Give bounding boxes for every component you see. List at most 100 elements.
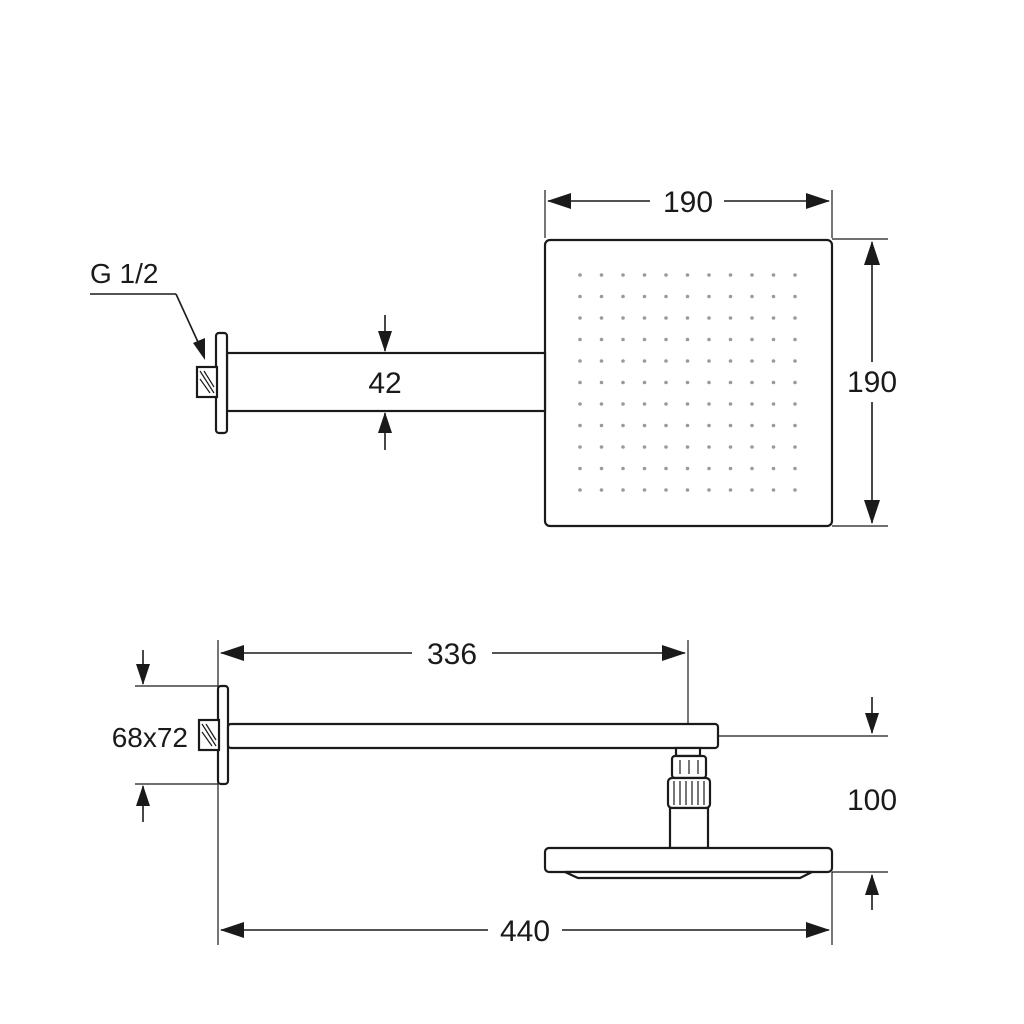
nozzle-dot bbox=[707, 359, 711, 363]
nozzle-dot bbox=[642, 402, 647, 406]
nozzle-dot bbox=[793, 316, 797, 320]
arm-side bbox=[226, 722, 720, 750]
nozzle-dot bbox=[707, 273, 711, 277]
nozzle-dot bbox=[728, 466, 733, 471]
nozzle-dot bbox=[621, 316, 625, 320]
arrow-up bbox=[865, 874, 879, 895]
nozzle-dot bbox=[578, 488, 582, 492]
dim-wall-plate: 68x72 bbox=[112, 650, 218, 822]
nozzle-dot bbox=[642, 294, 647, 299]
nozzle-dot bbox=[728, 488, 733, 492]
nozzle-dot bbox=[728, 402, 733, 406]
nozzle-dot bbox=[793, 380, 797, 385]
nozzle-dot bbox=[793, 466, 797, 471]
arrow-down bbox=[136, 664, 150, 685]
nozzle-dot bbox=[685, 273, 690, 277]
nozzle-dot bbox=[578, 380, 582, 385]
nozzle-dot bbox=[728, 316, 733, 320]
nozzle-dot bbox=[642, 466, 647, 471]
top-view: 190 190 bbox=[90, 186, 897, 528]
nozzle-dot bbox=[621, 337, 625, 342]
nozzle-dot bbox=[664, 488, 668, 492]
nozzle-dot bbox=[599, 294, 604, 299]
label-total-projection: 440 bbox=[500, 915, 550, 948]
nozzle-dot bbox=[599, 359, 604, 363]
label-arm-height: 42 bbox=[368, 367, 401, 400]
nozzle-dot bbox=[728, 423, 733, 428]
nozzle-dot bbox=[621, 294, 625, 299]
nozzle-dot bbox=[578, 445, 582, 449]
nozzle-dot bbox=[771, 380, 776, 385]
nozzle-dot bbox=[707, 445, 711, 449]
nozzle-dot bbox=[750, 488, 754, 492]
side-view: 336 68x72 bbox=[112, 638, 897, 948]
nozzle-dot bbox=[685, 466, 690, 471]
nozzle-dot bbox=[599, 316, 604, 320]
nozzle-dot bbox=[750, 359, 754, 363]
nozzle-dot bbox=[771, 423, 776, 428]
nozzle-dot bbox=[728, 380, 733, 385]
nozzle-dot bbox=[793, 402, 797, 406]
arrow-left bbox=[547, 193, 571, 209]
nozzle-dot bbox=[793, 273, 797, 277]
nozzle-dot bbox=[771, 294, 776, 299]
nozzle-dot bbox=[728, 359, 733, 363]
nozzle-dot bbox=[578, 423, 582, 428]
thread-connector-top bbox=[195, 365, 219, 399]
arrow-right bbox=[806, 922, 830, 938]
nozzle-dot bbox=[664, 294, 668, 299]
nozzle-dot bbox=[771, 445, 776, 449]
arrow-down bbox=[865, 713, 879, 734]
nozzle-dot bbox=[642, 380, 647, 385]
nozzle-dot bbox=[707, 466, 711, 471]
nozzle-dot bbox=[707, 294, 711, 299]
nozzle-dot bbox=[750, 402, 754, 406]
nozzle-dot bbox=[685, 337, 690, 342]
nozzle-dot bbox=[599, 380, 604, 385]
nozzle-dot bbox=[599, 273, 604, 277]
nozzle-dot bbox=[642, 316, 647, 320]
nozzle-dot bbox=[771, 402, 776, 406]
dim-total-projection: 440 bbox=[220, 872, 833, 948]
nozzle-dot bbox=[621, 380, 625, 385]
nozzle-dot bbox=[685, 359, 690, 363]
nozzle-dot bbox=[771, 273, 776, 277]
nozzle-dot bbox=[664, 273, 668, 277]
dim-arm-length: 336 bbox=[217, 638, 689, 945]
dim-head-drop: 100 bbox=[718, 697, 897, 910]
nozzle-dot bbox=[771, 466, 776, 471]
nozzle-dot bbox=[621, 466, 625, 471]
nozzle-dot bbox=[793, 488, 797, 492]
arrow-up bbox=[378, 412, 392, 433]
nozzle-dot bbox=[685, 380, 690, 385]
nozzle-dot bbox=[707, 488, 711, 492]
nozzle-dot bbox=[621, 423, 625, 428]
nozzle-dot bbox=[621, 273, 625, 277]
arrow-left bbox=[220, 922, 244, 938]
nozzle-dot bbox=[664, 402, 668, 406]
nozzle-dot bbox=[750, 466, 754, 471]
nozzle-dot bbox=[793, 423, 797, 428]
nozzle-dot bbox=[664, 466, 668, 471]
swivel-joint bbox=[666, 746, 712, 850]
dim-head-width: 190 bbox=[544, 186, 833, 238]
nozzle-dot bbox=[642, 488, 647, 492]
nozzle-dot bbox=[750, 316, 754, 320]
nozzle-dot bbox=[793, 294, 797, 299]
nozzle-dot bbox=[599, 337, 604, 342]
nozzle-dot bbox=[599, 402, 604, 406]
nozzle-dot bbox=[578, 294, 582, 299]
nozzle-dot bbox=[578, 337, 582, 342]
nozzle-dot bbox=[750, 294, 754, 299]
nozzle-dot bbox=[621, 402, 625, 406]
arrow-down bbox=[378, 331, 392, 352]
thread-connector-side bbox=[197, 718, 221, 752]
nozzle-dot bbox=[771, 316, 776, 320]
nozzle-dot bbox=[750, 423, 754, 428]
label-thread: G 1/2 bbox=[90, 258, 158, 289]
dim-head-depth: 190 bbox=[832, 238, 897, 527]
arrow-right bbox=[662, 645, 686, 661]
nozzle-dot bbox=[685, 423, 690, 428]
nozzle-dot bbox=[642, 359, 647, 363]
